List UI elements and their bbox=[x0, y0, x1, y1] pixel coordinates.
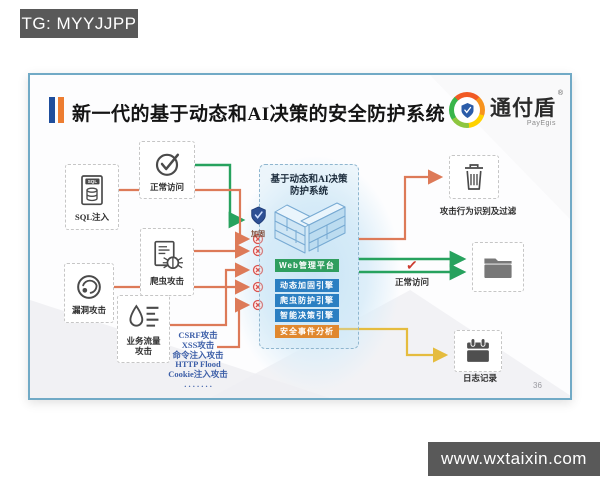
svg-text:SQL: SQL bbox=[88, 179, 98, 184]
folder-icon bbox=[484, 258, 512, 279]
sql-injection-label: SQL注入 bbox=[74, 211, 109, 222]
slide-title: 新一代的基于动态和AI决策的安全防护系统 bbox=[72, 104, 446, 125]
attack-filter-label: 攻击行为识别及过滤 bbox=[439, 206, 517, 216]
check-mark: ✓ bbox=[405, 256, 419, 274]
website-watermark: www.wxtaixin.com bbox=[428, 442, 600, 476]
title-accent-bar-orange bbox=[58, 97, 64, 123]
attack-type-ellipsis: . . . . . . . bbox=[184, 378, 212, 389]
check-circle-icon bbox=[155, 153, 180, 176]
panel-title-line2: 防护系统 bbox=[289, 187, 328, 197]
presentation-slide: 新一代的基于动态和AI决策的安全防护系统 通付盾 ® PayEgis bbox=[28, 73, 572, 400]
reinforce-shield: 加固 bbox=[248, 206, 268, 239]
module-crawler-engine: 爬虫防护引擎 bbox=[275, 294, 339, 307]
attack-type: HTTP Flood bbox=[175, 359, 221, 370]
brick-wall-illustration bbox=[274, 202, 346, 254]
crawler-attack-label: 爬虫攻击 bbox=[149, 275, 184, 286]
traffic-attack-card: 业务流量 攻击 bbox=[117, 295, 170, 363]
attack-type: Cookie注入攻击 bbox=[168, 369, 228, 380]
logo-subtitle: PayEgis bbox=[526, 120, 556, 127]
traffic-attack-label: 业务流量 攻击 bbox=[126, 335, 161, 356]
payegis-logo-icon bbox=[449, 92, 485, 128]
attack-filter-card bbox=[449, 155, 499, 199]
bug-document-icon bbox=[154, 240, 183, 269]
module-web-platform: Web管理平台 bbox=[275, 259, 339, 272]
vulnerability-attack-card: 漏洞攻击 bbox=[64, 263, 114, 323]
log-record-label: 日志记录 bbox=[462, 373, 497, 383]
telegram-watermark: TG: MYYJJPP bbox=[20, 9, 138, 38]
sql-file-icon: SQL bbox=[81, 174, 103, 205]
scan-eye-icon bbox=[77, 274, 101, 299]
logo-brand-text: 通付盾 bbox=[490, 96, 556, 120]
log-record-card bbox=[454, 330, 502, 372]
attack-type-list: CSRF攻击 XSS攻击 命令注入攻击 HTTP Flood Cookie注入攻… bbox=[152, 330, 244, 390]
arrow-normal-access bbox=[194, 163, 246, 229]
attack-type: 命令注入攻击 bbox=[172, 349, 224, 360]
title-accent-bar-blue bbox=[49, 97, 55, 123]
sql-injection-card: SQL SQL注入 bbox=[65, 164, 119, 230]
calendar-icon bbox=[467, 338, 489, 362]
attack-type: XSS攻击 bbox=[181, 339, 215, 350]
droplet-list-icon bbox=[128, 303, 158, 327]
crawler-attack-card: 爬虫攻击 bbox=[140, 228, 194, 296]
vulnerability-attack-label: 漏洞攻击 bbox=[71, 304, 106, 315]
shield-icon bbox=[461, 102, 473, 118]
normal-access-result-label: 正常访问 bbox=[394, 277, 429, 287]
module-dynamic-engine: 动态加固引擎 bbox=[275, 279, 339, 292]
module-event-analysis: 安全事件分析 bbox=[275, 325, 339, 338]
page-number: 36 bbox=[533, 381, 542, 390]
reinforce-label: 加固 bbox=[251, 231, 265, 238]
attack-type: CSRF攻击 bbox=[178, 330, 218, 340]
module-ai-engine: 智能决策引擎 bbox=[275, 309, 339, 322]
panel-title-line1: 基于动态和AI决策 bbox=[270, 175, 348, 185]
normal-access-folder-card bbox=[472, 242, 524, 292]
registered-mark: ® bbox=[557, 90, 563, 97]
normal-access-label: 正常访问 bbox=[149, 181, 184, 192]
normal-access-card: 正常访问 bbox=[139, 141, 195, 199]
payegis-logo: 通付盾 ® PayEgis bbox=[449, 90, 563, 128]
protection-system-panel: 基于动态和AI决策 防护系统 Web管理平台 动态加固引擎 爬虫防护引擎 智能决… bbox=[259, 164, 359, 349]
shield-check-icon bbox=[250, 206, 266, 225]
trash-icon bbox=[465, 164, 483, 190]
